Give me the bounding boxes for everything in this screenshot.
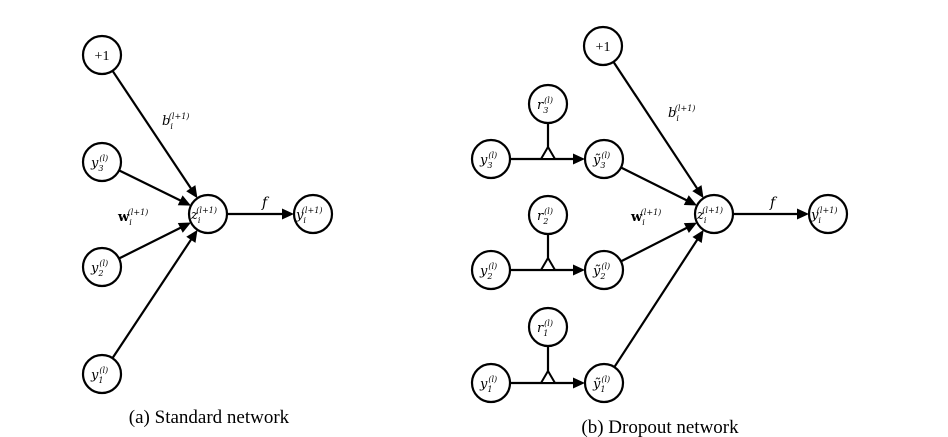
node-label: yi(l+1)	[810, 206, 837, 225]
bias-weight-label-dropout: bi(l+1)	[668, 104, 695, 123]
node-circle-icon	[81, 353, 123, 395]
node-label: ỹ3(l)	[592, 151, 610, 170]
edge-dropout-yt2-to-z	[620, 222, 698, 263]
node-dropout-r3: r3(l)	[527, 83, 569, 125]
arrowhead-icon	[683, 222, 698, 233]
node-label: y2(l)	[90, 259, 108, 278]
node-circle-icon	[470, 138, 512, 180]
edge-dropout-yt3-to-z	[620, 166, 698, 206]
arrowhead-icon	[282, 208, 294, 220]
bias-weight-label-standard: bi(l+1)	[162, 112, 189, 131]
node-label: y3(l)	[479, 151, 497, 170]
node-dropout-r1: r1(l)	[527, 306, 569, 348]
edge-standard-y1-to-z	[111, 229, 198, 359]
node-label: ỹ1(l)	[592, 375, 610, 394]
node-label: y3(l)	[90, 154, 108, 173]
node-label: r2(l)	[537, 207, 553, 226]
arrowhead-icon	[797, 208, 809, 220]
node-circle-icon	[470, 249, 512, 291]
arrowhead-icon	[573, 153, 585, 165]
edge-dropout-bias-to-z	[612, 61, 704, 199]
arrowhead-icon	[186, 229, 198, 243]
activation-label-dropout: f	[769, 195, 778, 211]
node-label: y1(l)	[479, 375, 497, 394]
arrowhead-icon	[683, 195, 698, 206]
node-label: r1(l)	[537, 319, 553, 338]
node-label: yi(l+1)	[295, 206, 322, 225]
node-dropout-y3: y3(l)	[470, 138, 512, 180]
node-dropout-z: zi(l+1)	[693, 193, 735, 235]
node-label: +1	[95, 49, 110, 64]
edge-dropout-yt1-to-z	[613, 229, 704, 368]
node-circle-icon	[81, 246, 123, 288]
arrowhead-icon	[692, 229, 704, 243]
arrowhead-icon	[692, 185, 704, 199]
arrowhead-icon	[177, 195, 191, 206]
node-circle-icon	[187, 193, 229, 235]
node-standard-y2: y2(l)	[81, 246, 123, 288]
multiply-gate-icon	[539, 256, 557, 271]
node-dropout-yt1: ỹ1(l)	[583, 362, 625, 404]
gate-dropout-r1	[539, 346, 557, 384]
caption-standard: (a) Standard network	[129, 407, 290, 428]
node-circle-icon	[470, 362, 512, 404]
node-label: y1(l)	[90, 366, 108, 385]
node-circle-icon	[527, 194, 569, 236]
edge-standard-y3-to-z	[118, 169, 191, 206]
weights-label-standard: wi(l+1)	[117, 208, 148, 227]
node-circle-icon	[292, 193, 334, 235]
node-standard-out: yi(l+1)	[292, 193, 334, 235]
arrowhead-icon	[177, 222, 192, 233]
arrowhead-icon	[573, 264, 585, 276]
node-circle-icon	[583, 362, 625, 404]
node-standard-y1: y1(l)	[81, 353, 123, 395]
node-circle-icon	[527, 306, 569, 348]
node-standard-z: zi(l+1)	[187, 193, 229, 235]
node-circle-icon	[582, 25, 624, 67]
node-dropout-y2: y2(l)	[470, 249, 512, 291]
node-dropout-r2: r2(l)	[527, 194, 569, 236]
multiply-gate-icon	[539, 369, 557, 384]
node-label: zi(l+1)	[190, 206, 217, 225]
node-standard-y3: y3(l)	[81, 141, 123, 183]
edge-standard-z-to-out	[227, 208, 294, 220]
node-label: y2(l)	[479, 262, 497, 281]
gate-dropout-r2	[539, 234, 557, 271]
multiply-gate-icon	[539, 145, 557, 160]
arrowhead-icon	[573, 377, 585, 389]
node-circle-icon	[527, 83, 569, 125]
edge-standard-y2-to-z	[118, 222, 192, 260]
arrowhead-icon	[186, 185, 198, 199]
edge-dropout-z-to-out	[733, 208, 809, 220]
node-dropout-yt2: ỹ2(l)	[583, 249, 625, 291]
node-dropout-y1: y1(l)	[470, 362, 512, 404]
node-circle-icon	[81, 34, 123, 76]
node-dropout-yt3: ỹ3(l)	[583, 138, 625, 180]
edge-standard-bias-to-z	[111, 70, 198, 199]
gate-dropout-r3	[539, 123, 557, 160]
node-dropout-bias: +1	[582, 25, 624, 67]
node-label: +1	[596, 40, 611, 55]
node-circle-icon	[583, 138, 625, 180]
node-circle-icon	[693, 193, 735, 235]
node-circle-icon	[807, 193, 849, 235]
node-label: r3(l)	[537, 96, 553, 115]
node-standard-bias: +1	[81, 34, 123, 76]
weights-label-dropout: wi(l+1)	[630, 208, 661, 227]
activation-label-standard: f	[261, 195, 270, 211]
node-dropout-out: yi(l+1)	[807, 193, 849, 235]
node-circle-icon	[583, 249, 625, 291]
node-circle-icon	[81, 141, 123, 183]
node-label: zi(l+1)	[696, 206, 723, 225]
node-label: ỹ2(l)	[592, 262, 610, 281]
caption-dropout: (b) Dropout network	[581, 417, 739, 437]
